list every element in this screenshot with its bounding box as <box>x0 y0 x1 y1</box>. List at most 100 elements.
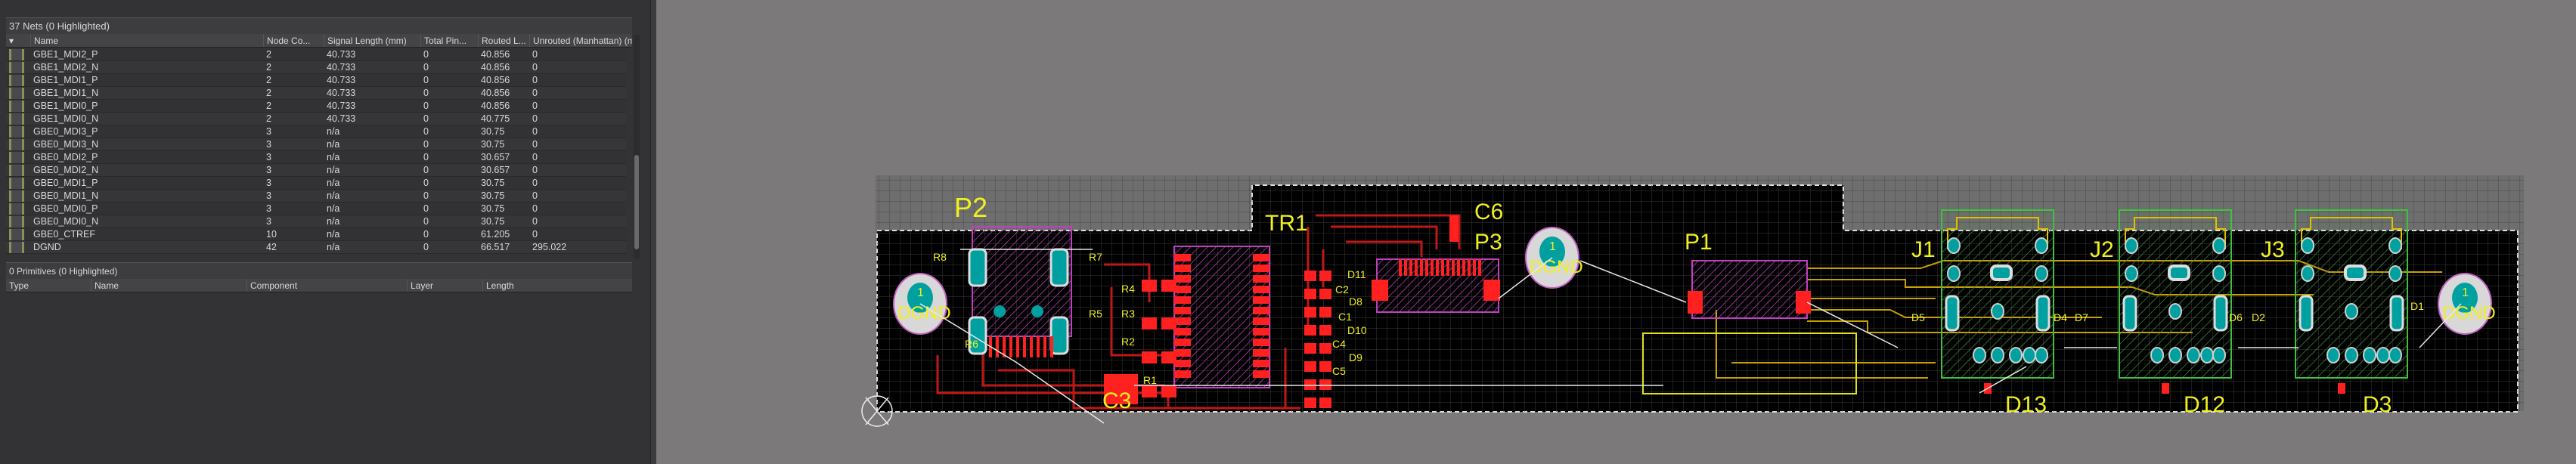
resistor[interactable] <box>1142 351 1176 363</box>
net-color-swatch[interactable] <box>9 242 24 253</box>
net-color-swatch[interactable] <box>9 216 24 227</box>
net-unrouted: 0 <box>532 62 538 73</box>
net-row[interactable]: GBE1_MDI1_P 2 40.733 0 40.856 0 <box>6 74 626 87</box>
component-p1[interactable] <box>1688 260 1811 319</box>
pcb-panel: 37 Nets (0 Highlighted) ▾ Name Node Co..… <box>0 0 650 464</box>
smd-part[interactable] <box>1304 325 1331 336</box>
net-color-swatch[interactable] <box>9 139 24 150</box>
designator-c3: C3 <box>1102 388 1131 413</box>
smd-part[interactable] <box>1304 361 1331 372</box>
capacitor-c6[interactable] <box>1449 215 1458 242</box>
net-row[interactable]: GBE1_MDI2_N 2 40.733 0 40.856 0 <box>6 61 626 74</box>
component-j1[interactable] <box>1941 209 2054 394</box>
col-length[interactable]: Length <box>482 279 514 292</box>
hole-pin: 1 <box>2462 286 2469 299</box>
net-color-swatch[interactable] <box>9 190 24 202</box>
net-color-swatch[interactable] <box>9 101 24 112</box>
net-row[interactable]: GBE0_MDI0_N 3 n/a 0 30.75 0 <box>6 215 626 228</box>
net-unrouted: 0 <box>532 75 538 85</box>
col-node-count[interactable]: Node Co... <box>263 34 310 47</box>
resistor[interactable] <box>1142 385 1176 397</box>
component-tr1[interactable] <box>1173 246 1270 388</box>
net-color-swatch[interactable] <box>9 62 24 73</box>
component-p3[interactable] <box>1372 258 1500 313</box>
resistor[interactable] <box>1142 280 1176 292</box>
smd-part[interactable] <box>1304 397 1331 408</box>
label-r3: R3 <box>1121 308 1135 320</box>
net-row[interactable]: GBE0_MDI3_N 3 n/a 0 30.75 0 <box>6 138 626 151</box>
label-d11: D11 <box>1347 268 1366 280</box>
net-node-count: 3 <box>266 190 271 201</box>
col-signal-length[interactable]: Signal Length (mm) <box>324 34 407 47</box>
net-node-count: 42 <box>266 242 277 252</box>
net-row[interactable]: GBE1_MDI0_P 2 40.733 0 40.856 0 <box>6 100 626 113</box>
net-color-swatch[interactable] <box>9 88 24 99</box>
net-row[interactable]: GBE1_MDI0_N 2 40.733 0 40.775 0 <box>6 113 626 125</box>
component-j3[interactable] <box>2295 209 2408 394</box>
net-row[interactable]: GBE0_MDI1_N 3 n/a 0 30.75 0 <box>6 190 626 203</box>
net-row[interactable]: GBE0_MDI1_P 3 n/a 0 30.75 0 <box>6 177 626 190</box>
col-layer[interactable]: Layer <box>407 279 433 292</box>
label-d6: D6 <box>2229 311 2243 323</box>
smd-part[interactable] <box>1304 343 1331 354</box>
col-name[interactable]: Name <box>30 34 58 47</box>
resistor[interactable] <box>1142 317 1176 329</box>
label-r8: R8 <box>933 251 947 263</box>
sort-icon[interactable]: ▾ <box>9 36 14 46</box>
col-unrouted[interactable]: Unrouted (Manhattan) (mm) <box>529 34 632 47</box>
col-total-pin[interactable]: Total Pin... <box>420 34 467 47</box>
smd-part[interactable] <box>1304 379 1331 390</box>
net-signal-length: 40.733 <box>327 88 356 98</box>
net-row[interactable]: GBE0_MDI3_P 3 n/a 0 30.75 0 <box>6 125 626 138</box>
net-color-swatch[interactable] <box>9 126 24 138</box>
net-unrouted: 0 <box>532 88 538 98</box>
label-d2: D2 <box>2252 311 2265 323</box>
net-color-swatch[interactable] <box>9 113 24 125</box>
net-signal-length: n/a <box>327 190 340 201</box>
panel-splitter[interactable] <box>650 0 656 464</box>
nets-scrollbar[interactable] <box>634 35 640 258</box>
nets-scrollbar-thumb[interactable] <box>634 155 639 249</box>
net-color-swatch[interactable] <box>9 165 24 176</box>
net-row[interactable]: GBE0_MDI0_P 3 n/a 0 30.75 0 <box>6 203 626 215</box>
label-r4: R4 <box>1121 283 1135 295</box>
col-name[interactable]: Name <box>91 279 119 292</box>
net-signal-length: n/a <box>327 229 340 240</box>
net-total-pin: 0 <box>423 165 429 175</box>
label-c4: C4 <box>1332 338 1346 350</box>
net-row[interactable]: GBE1_MDI2_P 2 40.733 0 40.856 0 <box>6 48 626 61</box>
net-routed-length: 30.75 <box>481 203 505 214</box>
net-color-swatch[interactable] <box>9 49 24 60</box>
col-component[interactable]: Component <box>246 279 297 292</box>
component-j2[interactable] <box>2119 209 2232 394</box>
net-row[interactable]: GBE0_MDI2_N 3 n/a 0 30.657 0 <box>6 164 626 177</box>
net-total-pin: 0 <box>423 113 429 124</box>
designator-p1: P1 <box>1685 230 1713 255</box>
net-color-swatch[interactable] <box>9 178 24 189</box>
net-color-swatch[interactable] <box>9 75 24 86</box>
col-type[interactable]: Type <box>9 280 29 291</box>
smd-part[interactable] <box>1304 289 1331 299</box>
net-routed-length: 30.657 <box>481 165 510 175</box>
net-row[interactable]: DGND 42 n/a 0 66.517 295.022 <box>6 241 626 254</box>
net-row[interactable]: GBE0_MDI2_P 3 n/a 0 30.657 0 <box>6 151 626 164</box>
net-row[interactable]: GBE0_CTREF 10 n/a 0 61.205 0 <box>6 228 626 241</box>
smd-part[interactable] <box>1304 307 1331 317</box>
designator-p3: P3 <box>1474 230 1502 255</box>
smd-part[interactable] <box>1304 271 1331 281</box>
net-unrouted: 0 <box>532 229 538 240</box>
net-signal-length: n/a <box>327 203 340 214</box>
net-color-swatch[interactable] <box>9 203 24 215</box>
net-routed-length: 40.856 <box>481 88 510 98</box>
net-color-swatch[interactable] <box>9 152 24 163</box>
net-row[interactable]: GBE1_MDI1_N 2 40.733 0 40.856 0 <box>6 87 626 100</box>
net-unrouted: 0 <box>532 190 538 201</box>
net-total-pin: 0 <box>423 190 429 201</box>
net-color-swatch[interactable] <box>9 229 24 240</box>
designator-j1: J1 <box>1911 237 1936 262</box>
col-routed-length[interactable]: Routed L... <box>478 34 526 47</box>
component-p2[interactable] <box>968 226 1072 357</box>
capacitor-c3[interactable] <box>1104 374 1138 404</box>
